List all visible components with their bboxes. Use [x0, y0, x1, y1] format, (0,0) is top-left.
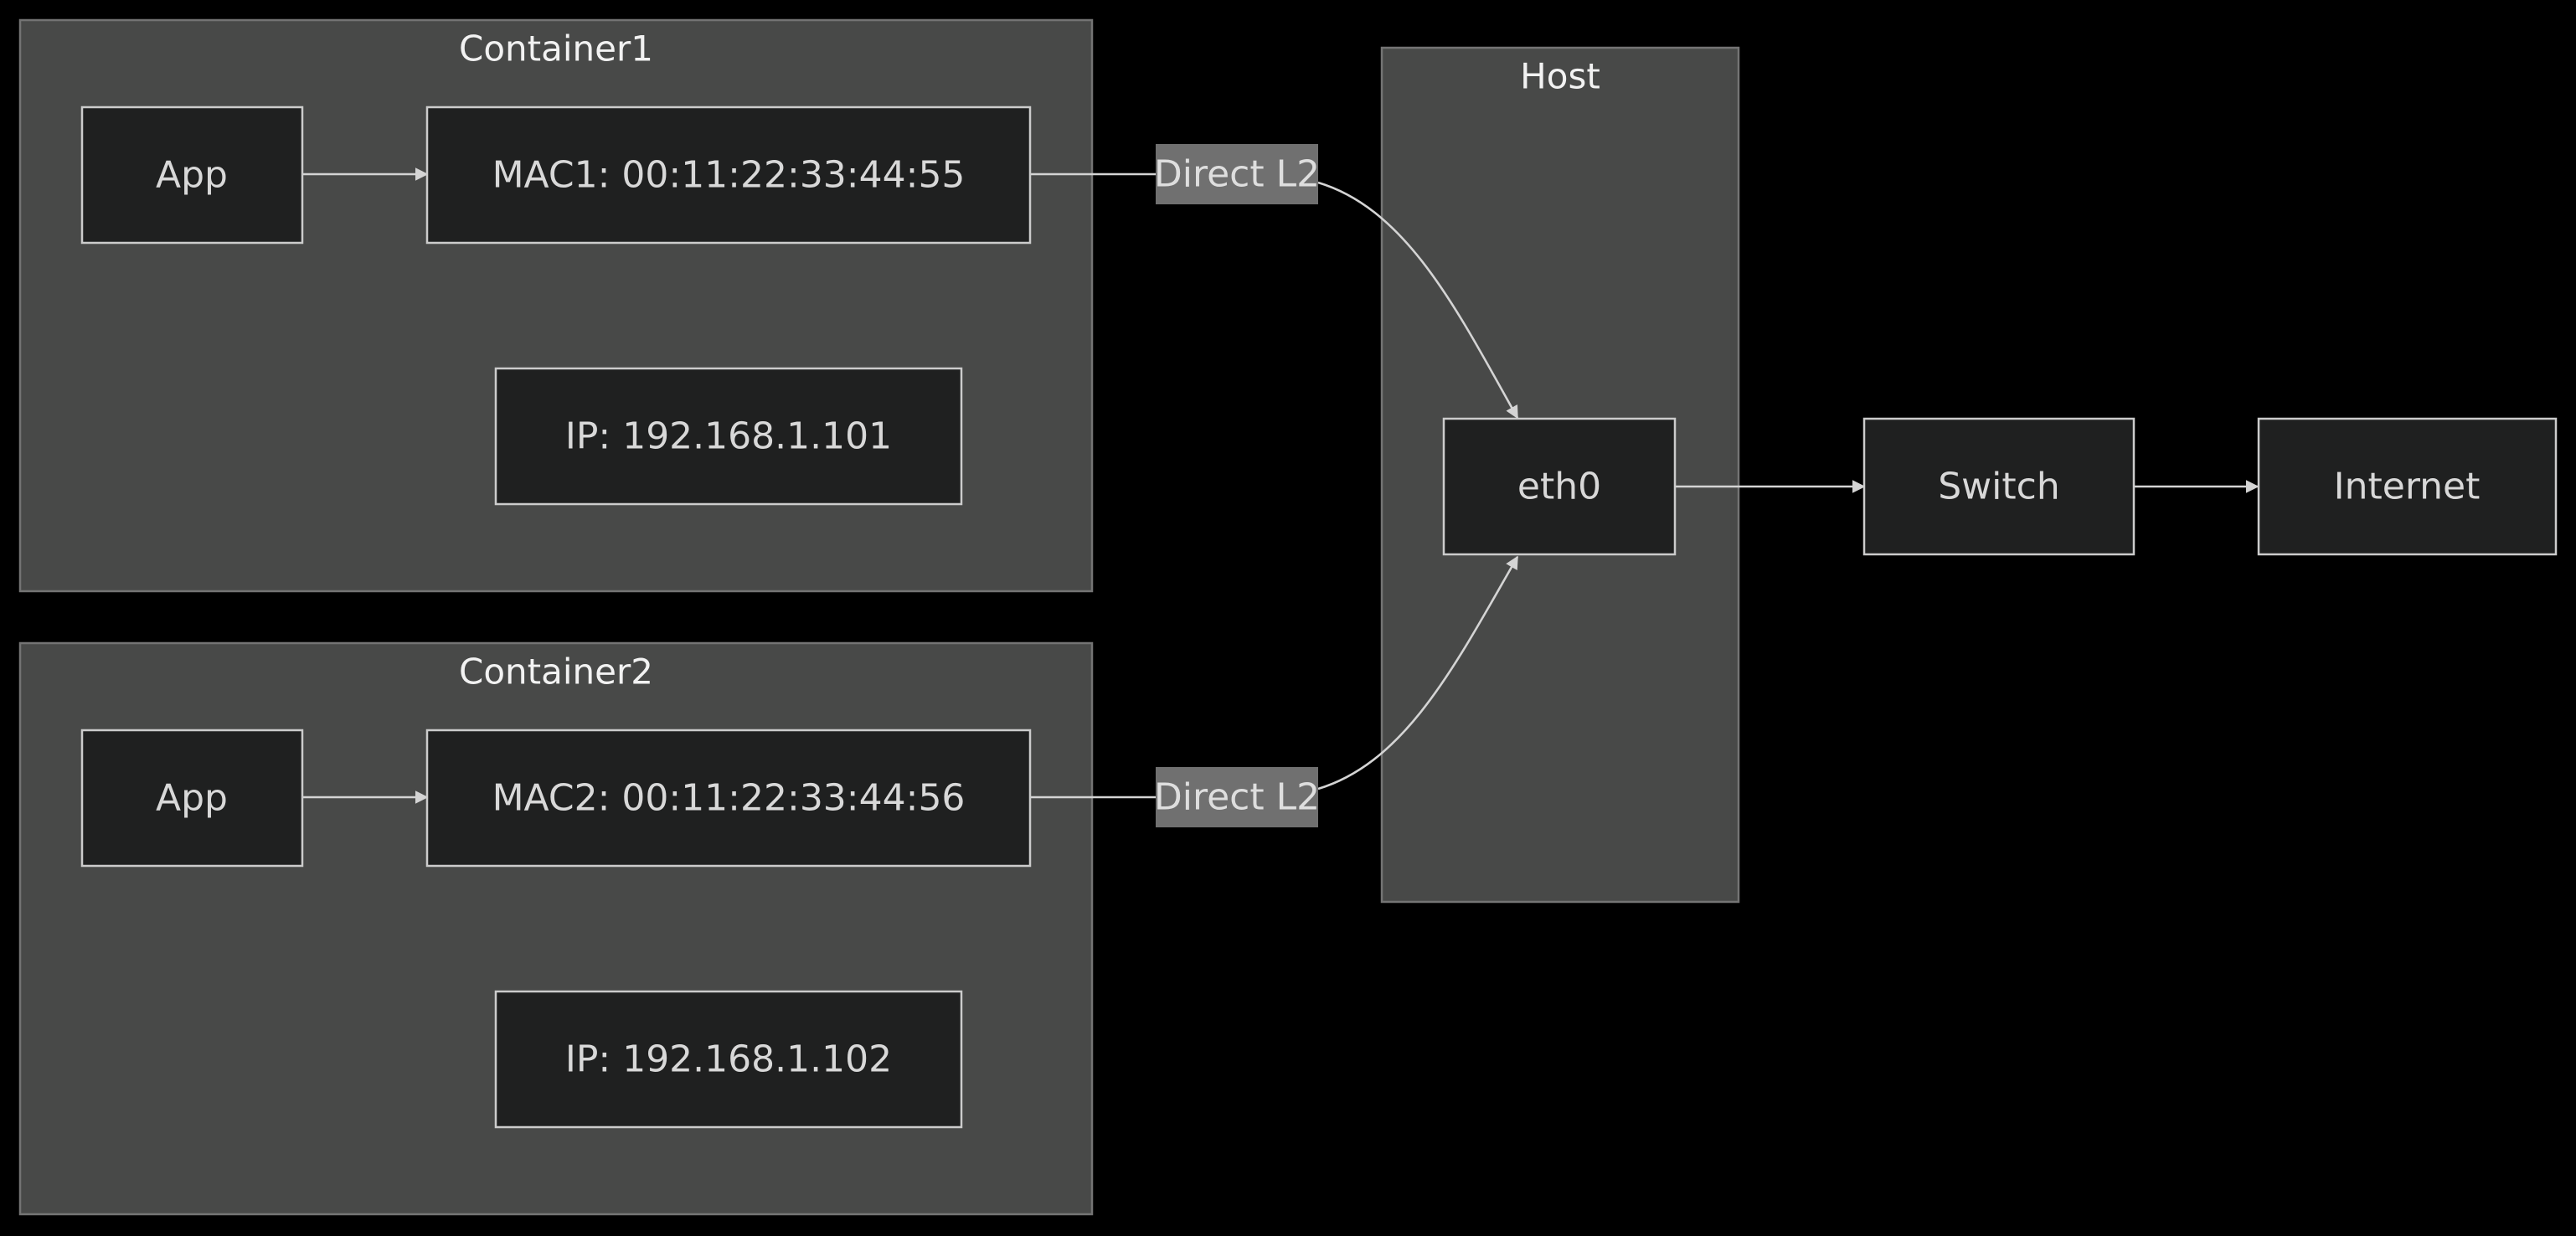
node-ip2-box[interactable]: [494, 990, 963, 1129]
node-eth0-box[interactable]: [1442, 417, 1677, 556]
node-ip1-label: IP: 192.168.1.101: [565, 415, 892, 458]
edge-label-mac2-eth0-bg: [1156, 767, 1318, 827]
cluster-container1: Container1: [18, 18, 1094, 593]
cluster-container1-title: Container1: [459, 28, 653, 70]
node-switch-box[interactable]: [1862, 417, 2136, 556]
node-app2-box[interactable]: [80, 729, 304, 868]
node-internet-box[interactable]: [2257, 417, 2558, 556]
edge-label-mac1-eth0-text: Direct L2: [1154, 153, 1320, 196]
node-app2[interactable]: App: [80, 729, 304, 868]
node-app1-box[interactable]: [80, 106, 304, 245]
edge-label2-to-eth0: [1317, 555, 1519, 791]
node-mac1-box[interactable]: [425, 106, 1032, 245]
edge-label-mac1-eth0-bg: [1156, 144, 1318, 204]
edge-label-mac2-eth0: Direct L2: [1154, 767, 1320, 827]
node-eth0-label: eth0: [1517, 466, 1601, 508]
node-eth0[interactable]: eth0: [1442, 417, 1677, 556]
node-app2-label: App: [156, 777, 228, 820]
edge-label1-to-eth0: [1317, 181, 1519, 420]
edge-label-mac1-eth0: Direct L2: [1154, 144, 1320, 204]
edge-label-mac2-eth0-text: Direct L2: [1154, 776, 1320, 819]
node-app1-label: App: [156, 154, 228, 197]
node-internet[interactable]: Internet: [2257, 417, 2558, 556]
node-switch-label: Switch: [1938, 466, 2059, 508]
node-mac1-label: MAC1: 00:11:22:33:44:55: [492, 154, 966, 197]
node-internet-label: Internet: [2334, 466, 2481, 508]
cluster-container2-title: Container2: [459, 651, 653, 693]
cluster-host-title: Host: [1520, 56, 1600, 97]
node-ip1-box[interactable]: [494, 367, 963, 506]
edges: [303, 167, 2259, 804]
node-switch[interactable]: Switch: [1862, 417, 2136, 556]
node-mac1[interactable]: MAC1: 00:11:22:33:44:55: [425, 106, 1032, 245]
cluster-container2: Container2: [18, 641, 1094, 1216]
node-mac2-box[interactable]: [425, 729, 1032, 868]
cluster-container1-box: [18, 18, 1094, 593]
node-ip2-label: IP: 192.168.1.102: [565, 1038, 892, 1081]
node-ip1[interactable]: IP: 192.168.1.101: [494, 367, 963, 506]
cluster-container2-box: [18, 641, 1094, 1216]
node-mac2[interactable]: MAC2: 00:11:22:33:44:56: [425, 729, 1032, 868]
node-ip2[interactable]: IP: 192.168.1.102: [494, 990, 963, 1129]
node-app1[interactable]: App: [80, 106, 304, 245]
node-mac2-label: MAC2: 00:11:22:33:44:56: [492, 777, 966, 820]
